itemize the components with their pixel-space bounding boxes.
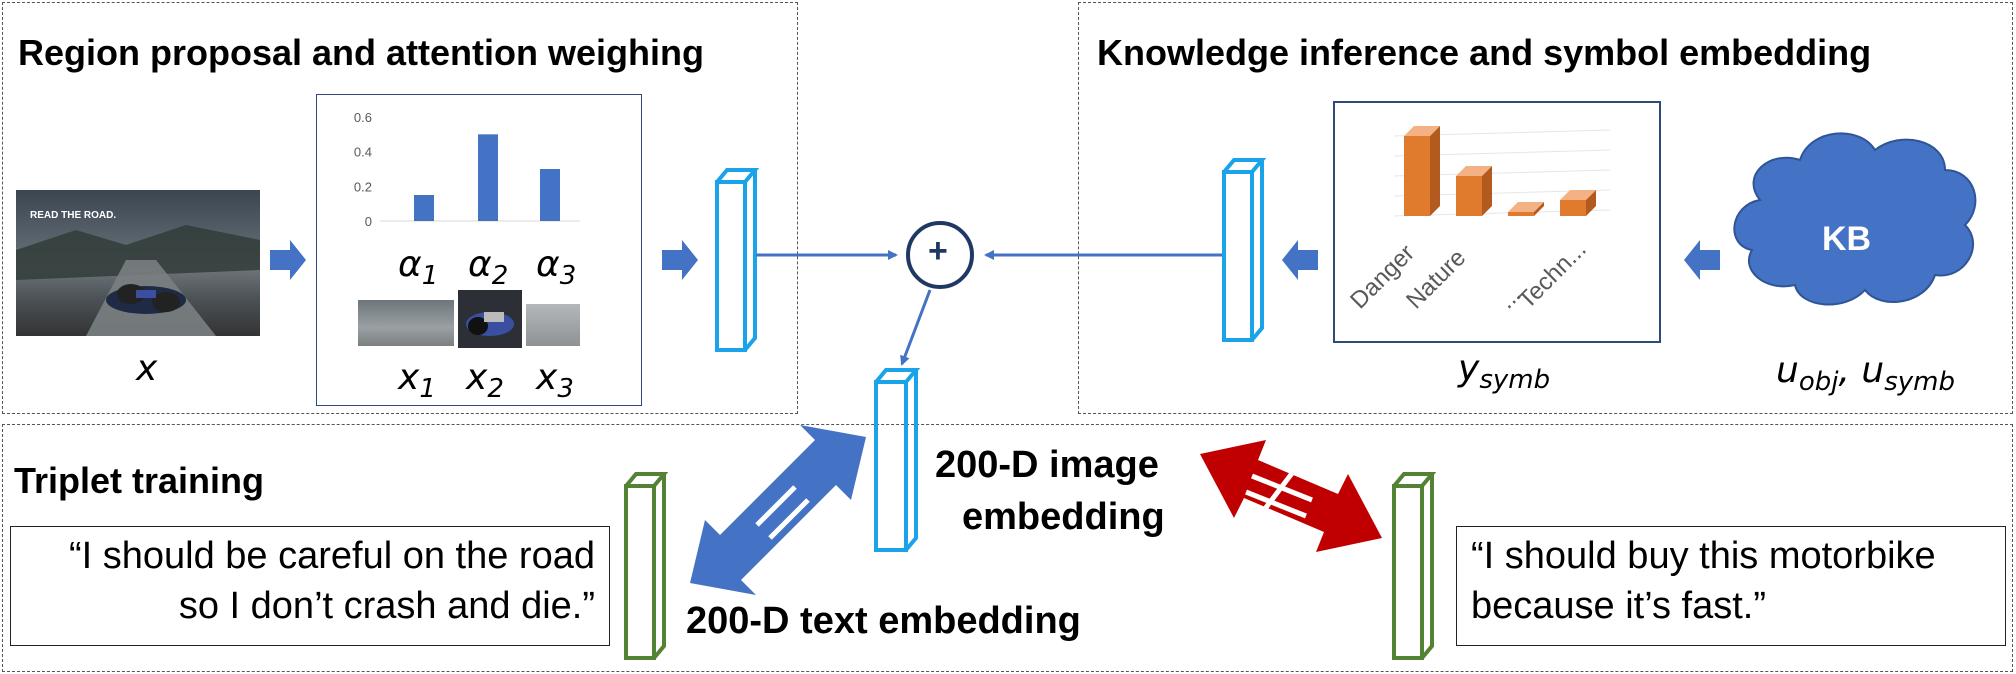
symbol-bar-side-4 [1586,190,1596,216]
symbol-bar-4 [1560,200,1586,216]
crop-1 [358,300,454,346]
ad-headline: READ THE ROAD. [30,210,117,221]
knowledge-section [1078,2,2013,414]
attention-bar-3 [540,169,560,221]
attention-y-tick: 0.4 [354,145,372,160]
plus-symbol: + [928,232,948,270]
image-embedding-vector [874,368,921,552]
region-section [2,2,798,414]
symbol-bar-top-4 [1560,190,1596,200]
negative-statement-line-2: because it’s fast.” [1471,585,1767,627]
y-symb-label: ysymb [1458,348,1551,396]
kb-label: KB [1822,220,1872,258]
positive-double-arrow [690,425,866,595]
crop-label-2: x2 [466,357,504,405]
symbol-bar-top-1 [1404,126,1440,136]
negative-text-vector [1392,472,1437,660]
positive-statement-line-1: “I should be careful on the road [68,535,595,577]
attention-y-tick: 0.6 [354,110,372,125]
attention-panel [316,94,642,406]
line-plus-to-embedding [900,289,932,366]
attention-bar-1 [414,195,434,221]
symbol-bar-1 [1404,136,1430,216]
negative-statement-line-1: “I should buy this motorbike [1471,535,1936,577]
plus-circle [906,221,974,289]
positive-statement-line-2: so I don’t crash and die.” [178,585,595,627]
symbol-vector [1222,158,1267,342]
symbol-bar-top-2 [1456,166,1492,176]
image-embedding-label-2: embedding [962,496,1165,538]
negative-statement-box: “I should buy this motorbike because it’… [1456,526,2006,646]
alpha-label-1: α1 [398,244,439,292]
alpha-label-2: α2 [468,244,509,292]
region-section-title: Region proposal and attention weighing [18,32,704,73]
positive-text-vector [624,472,669,660]
region-vector [715,168,760,352]
crop-2 [458,290,522,348]
u-obj-symb-label: uobj, usymb [1776,350,1955,398]
ad-image: READ THE ROAD. [16,190,260,336]
positive-statement-box: “I should be careful on the road so I do… [10,526,610,646]
arrow-chart-to-symbol-vector [1282,240,1318,280]
alpha-label-3: α3 [536,244,577,292]
text-embedding-label: 200-D text embedding [686,600,1081,642]
image-embedding-label-1: 200-D image [935,444,1159,486]
arrow-kb-to-chart [1684,240,1720,280]
triplet-section-title: Triplet training [14,460,265,501]
symbol-bar-top-3 [1508,202,1544,212]
image-variable-x: x [136,348,158,389]
attention-y-tick: 0.2 [354,179,372,194]
arrow-image-to-attention [270,240,306,280]
symbol-bar-side-2 [1482,166,1492,216]
knowledge-section-title: Knowledge inference and symbol embedding [1097,32,1872,73]
symbol-bar-2 [1456,176,1482,216]
crop-label-3: x3 [536,357,574,405]
symbol-bar-side-3 [1534,202,1544,216]
attention-chart: 0.6 0.4 0.2 0 [354,110,580,229]
triplet-section [2,424,2013,672]
symbol-bar-3 [1508,212,1534,216]
arrow-attention-to-vector [662,240,698,280]
attention-y-tick: 0 [365,214,372,229]
crop-label-1: x1 [398,357,436,405]
symbol-chart-panel [1333,101,1661,343]
kb-cloud [1733,132,1977,306]
negative-double-arrow [1200,440,1382,552]
symbol-bar-side-1 [1430,126,1440,216]
crop-3 [526,304,580,346]
attention-bar-2 [478,134,498,221]
